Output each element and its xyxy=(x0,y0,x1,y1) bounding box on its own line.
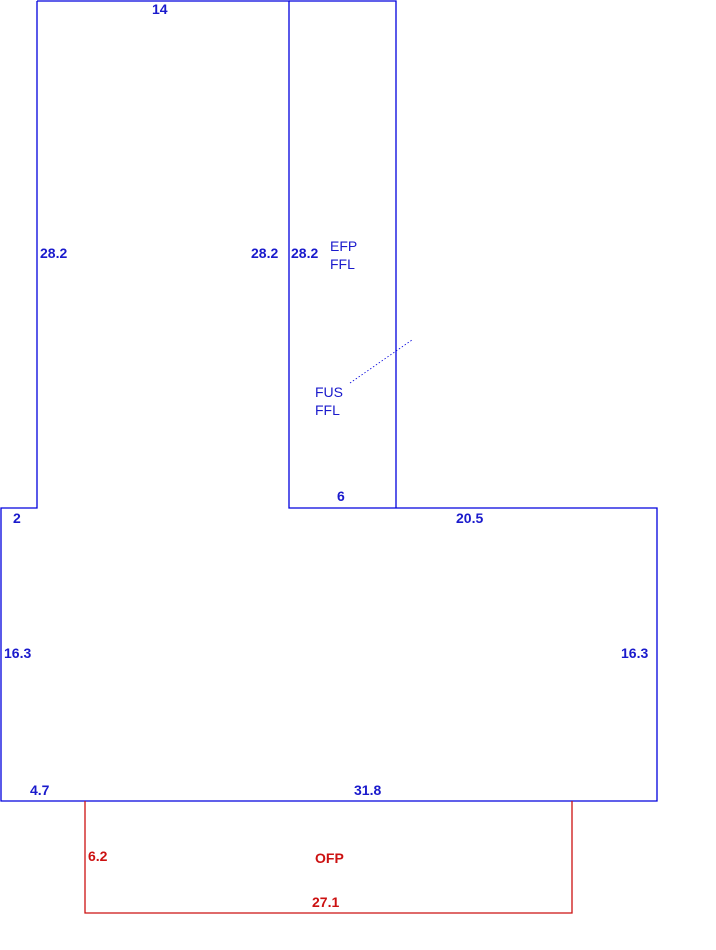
label-ofp: OFP xyxy=(315,850,344,866)
leader-line xyxy=(349,339,413,384)
dim-bottom-left: 4.7 xyxy=(30,782,50,798)
dim-bottom-right: 31.8 xyxy=(354,782,381,798)
label-fus: FUS xyxy=(315,384,343,400)
label-fus-ffl: FFL xyxy=(315,402,340,418)
dim-top-width: 14 xyxy=(152,1,168,17)
dim-upper-inner-right-height: 28.2 xyxy=(291,245,318,261)
main-structure-outline xyxy=(0,0,658,802)
dim-lower-left-height: 16.3 xyxy=(4,645,31,661)
dim-porch-width: 27.1 xyxy=(312,894,339,910)
porch-outline xyxy=(84,801,573,914)
dim-right-step: 20.5 xyxy=(456,510,483,526)
label-efp-ffl: FFL xyxy=(330,256,355,272)
dim-lower-right-height: 16.3 xyxy=(621,645,648,661)
inner-section-outline xyxy=(289,0,397,508)
dim-left-step: 2 xyxy=(13,510,21,526)
dim-upper-inner-left-height: 28.2 xyxy=(251,245,278,261)
dim-porch-depth: 6.2 xyxy=(88,848,108,864)
dim-notch-width: 6 xyxy=(337,488,345,504)
dim-upper-left-height: 28.2 xyxy=(40,245,67,261)
label-efp: EFP xyxy=(330,238,357,254)
